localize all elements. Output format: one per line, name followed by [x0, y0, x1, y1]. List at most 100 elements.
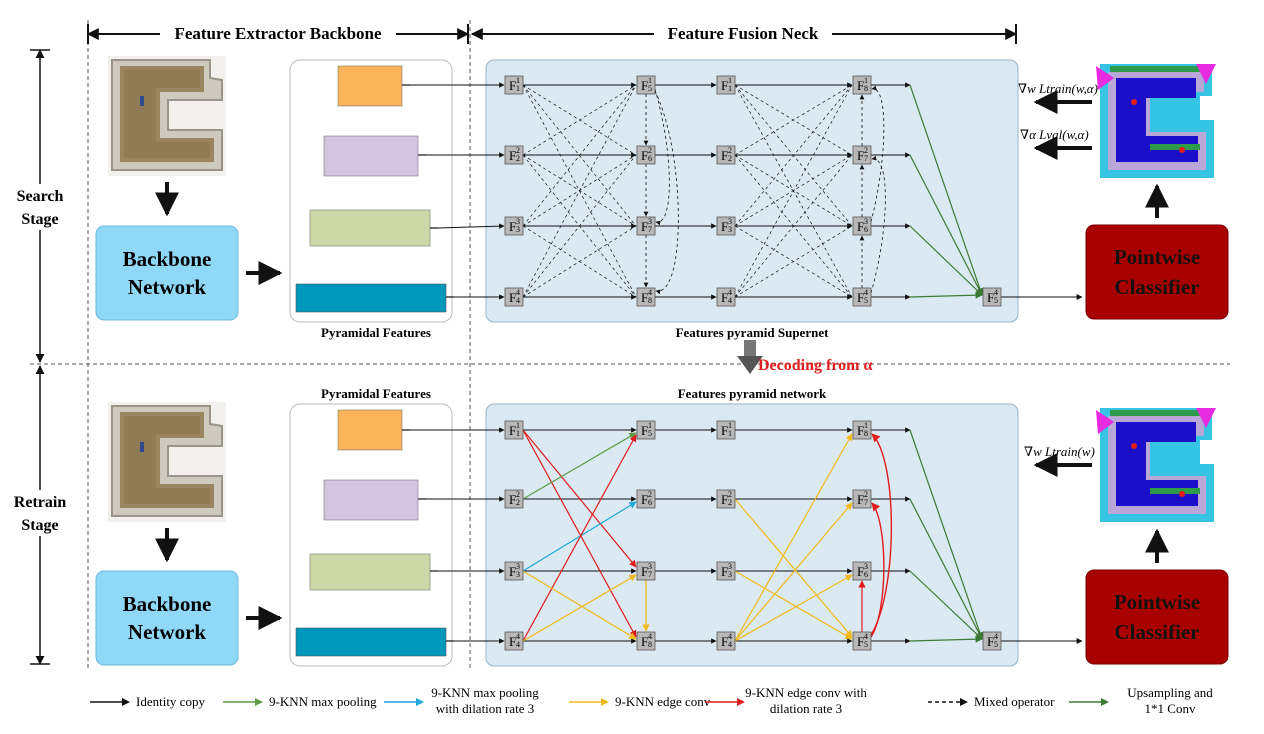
svg-text:3: 3 [648, 217, 652, 226]
svg-text:2: 2 [648, 146, 652, 155]
node-label: F [721, 219, 728, 234]
backbone-network-top: Backbone Network [95, 225, 239, 321]
feature-map-4-b [295, 627, 447, 657]
legend-label: 1*1 Conv [1145, 701, 1196, 716]
svg-text:4: 4 [994, 632, 998, 641]
backbone-bottom-line1: Backbone [123, 592, 212, 616]
classifier-top-line2: Classifier [1114, 275, 1199, 299]
svg-text:4: 4 [516, 288, 520, 297]
loss-train-label: ∇w Ltrain(w,α) [1018, 81, 1098, 96]
edge [734, 225, 853, 298]
svg-text:6: 6 [648, 154, 652, 163]
node-label: F [509, 78, 516, 93]
legend-label: 9-KNN edge conv with [745, 685, 867, 700]
floorplan-image-top [108, 56, 226, 176]
node-label: F [641, 492, 648, 507]
svg-text:2: 2 [516, 146, 520, 155]
svg-text:4: 4 [516, 640, 520, 649]
legend-item: Mixed operator [928, 694, 1055, 709]
edge [437, 223, 505, 229]
edge [522, 434, 637, 642]
edge-curve [654, 88, 670, 226]
svg-text:1: 1 [648, 76, 652, 85]
legend-label: 9-KNN edge conv [615, 694, 711, 709]
node-label: F [857, 290, 864, 305]
edge [909, 635, 983, 643]
svg-text:2: 2 [516, 154, 520, 163]
caption-network: Features pyramid network [678, 386, 827, 401]
svg-text:3: 3 [516, 562, 520, 571]
svg-text:4: 4 [728, 288, 732, 297]
svg-text:1: 1 [648, 421, 652, 430]
stage-search-line1: Search [17, 188, 64, 205]
backbone-top-line1: Backbone [123, 247, 212, 271]
edge [909, 570, 983, 640]
svg-text:2: 2 [648, 490, 652, 499]
loss-val-label: ∇α Lval(w,α) [1020, 127, 1089, 142]
floorplan-image-bottom [108, 402, 226, 522]
svg-text:7: 7 [864, 498, 868, 507]
svg-text:1: 1 [728, 429, 732, 438]
pyramidal-features-bottom: Pyramidal Features [289, 386, 453, 667]
stage-axis: Search Stage Retrain Stage [6, 49, 76, 665]
node-label: F [857, 492, 864, 507]
header-neck: Feature Fusion Neck [470, 22, 1018, 44]
svg-text:3: 3 [728, 225, 732, 234]
edge [522, 154, 637, 298]
node-label: F [641, 148, 648, 163]
segmentation-image-top [1096, 64, 1216, 178]
decoding-label: Decoding from α [758, 357, 872, 374]
svg-text:3: 3 [648, 562, 652, 571]
node-label: F [641, 219, 648, 234]
legend-label: Upsampling and [1127, 685, 1213, 700]
edge [522, 432, 637, 500]
node-label: F [509, 423, 516, 438]
svg-text:2: 2 [728, 146, 732, 155]
pyramidal-features-top: Pyramidal Features [289, 59, 453, 340]
edge [522, 429, 637, 568]
svg-text:5: 5 [648, 84, 652, 93]
node-label: F [987, 634, 994, 649]
svg-text:2: 2 [864, 490, 868, 499]
svg-text:2: 2 [864, 146, 868, 155]
node-label: F [641, 634, 648, 649]
backbone-top-line2: Network [128, 275, 206, 299]
supernet-edges [402, 82, 1083, 300]
edge [909, 154, 983, 296]
edge [522, 84, 637, 298]
caption-pyramidal-top: Pyramidal Features [321, 325, 431, 340]
edge-curve [870, 85, 885, 223]
svg-text:5: 5 [864, 296, 868, 305]
node-label: F [721, 564, 728, 579]
node-label: F [721, 492, 728, 507]
feature-map-2 [323, 135, 419, 177]
legend-label: Mixed operator [974, 694, 1055, 709]
edge [909, 291, 983, 299]
pointwise-classifier-top: Pointwise Classifier [1085, 224, 1229, 320]
svg-text:2: 2 [728, 490, 732, 499]
svg-text:4: 4 [516, 632, 520, 641]
svg-text:5: 5 [648, 429, 652, 438]
header-backbone-label: Feature Extractor Backbone [174, 24, 382, 43]
legend-label: with dilation rate 3 [436, 701, 535, 716]
node-label: F [857, 78, 864, 93]
node-label: F [509, 634, 516, 649]
stage-retrain-line2: Stage [21, 517, 58, 534]
edge [522, 225, 637, 298]
